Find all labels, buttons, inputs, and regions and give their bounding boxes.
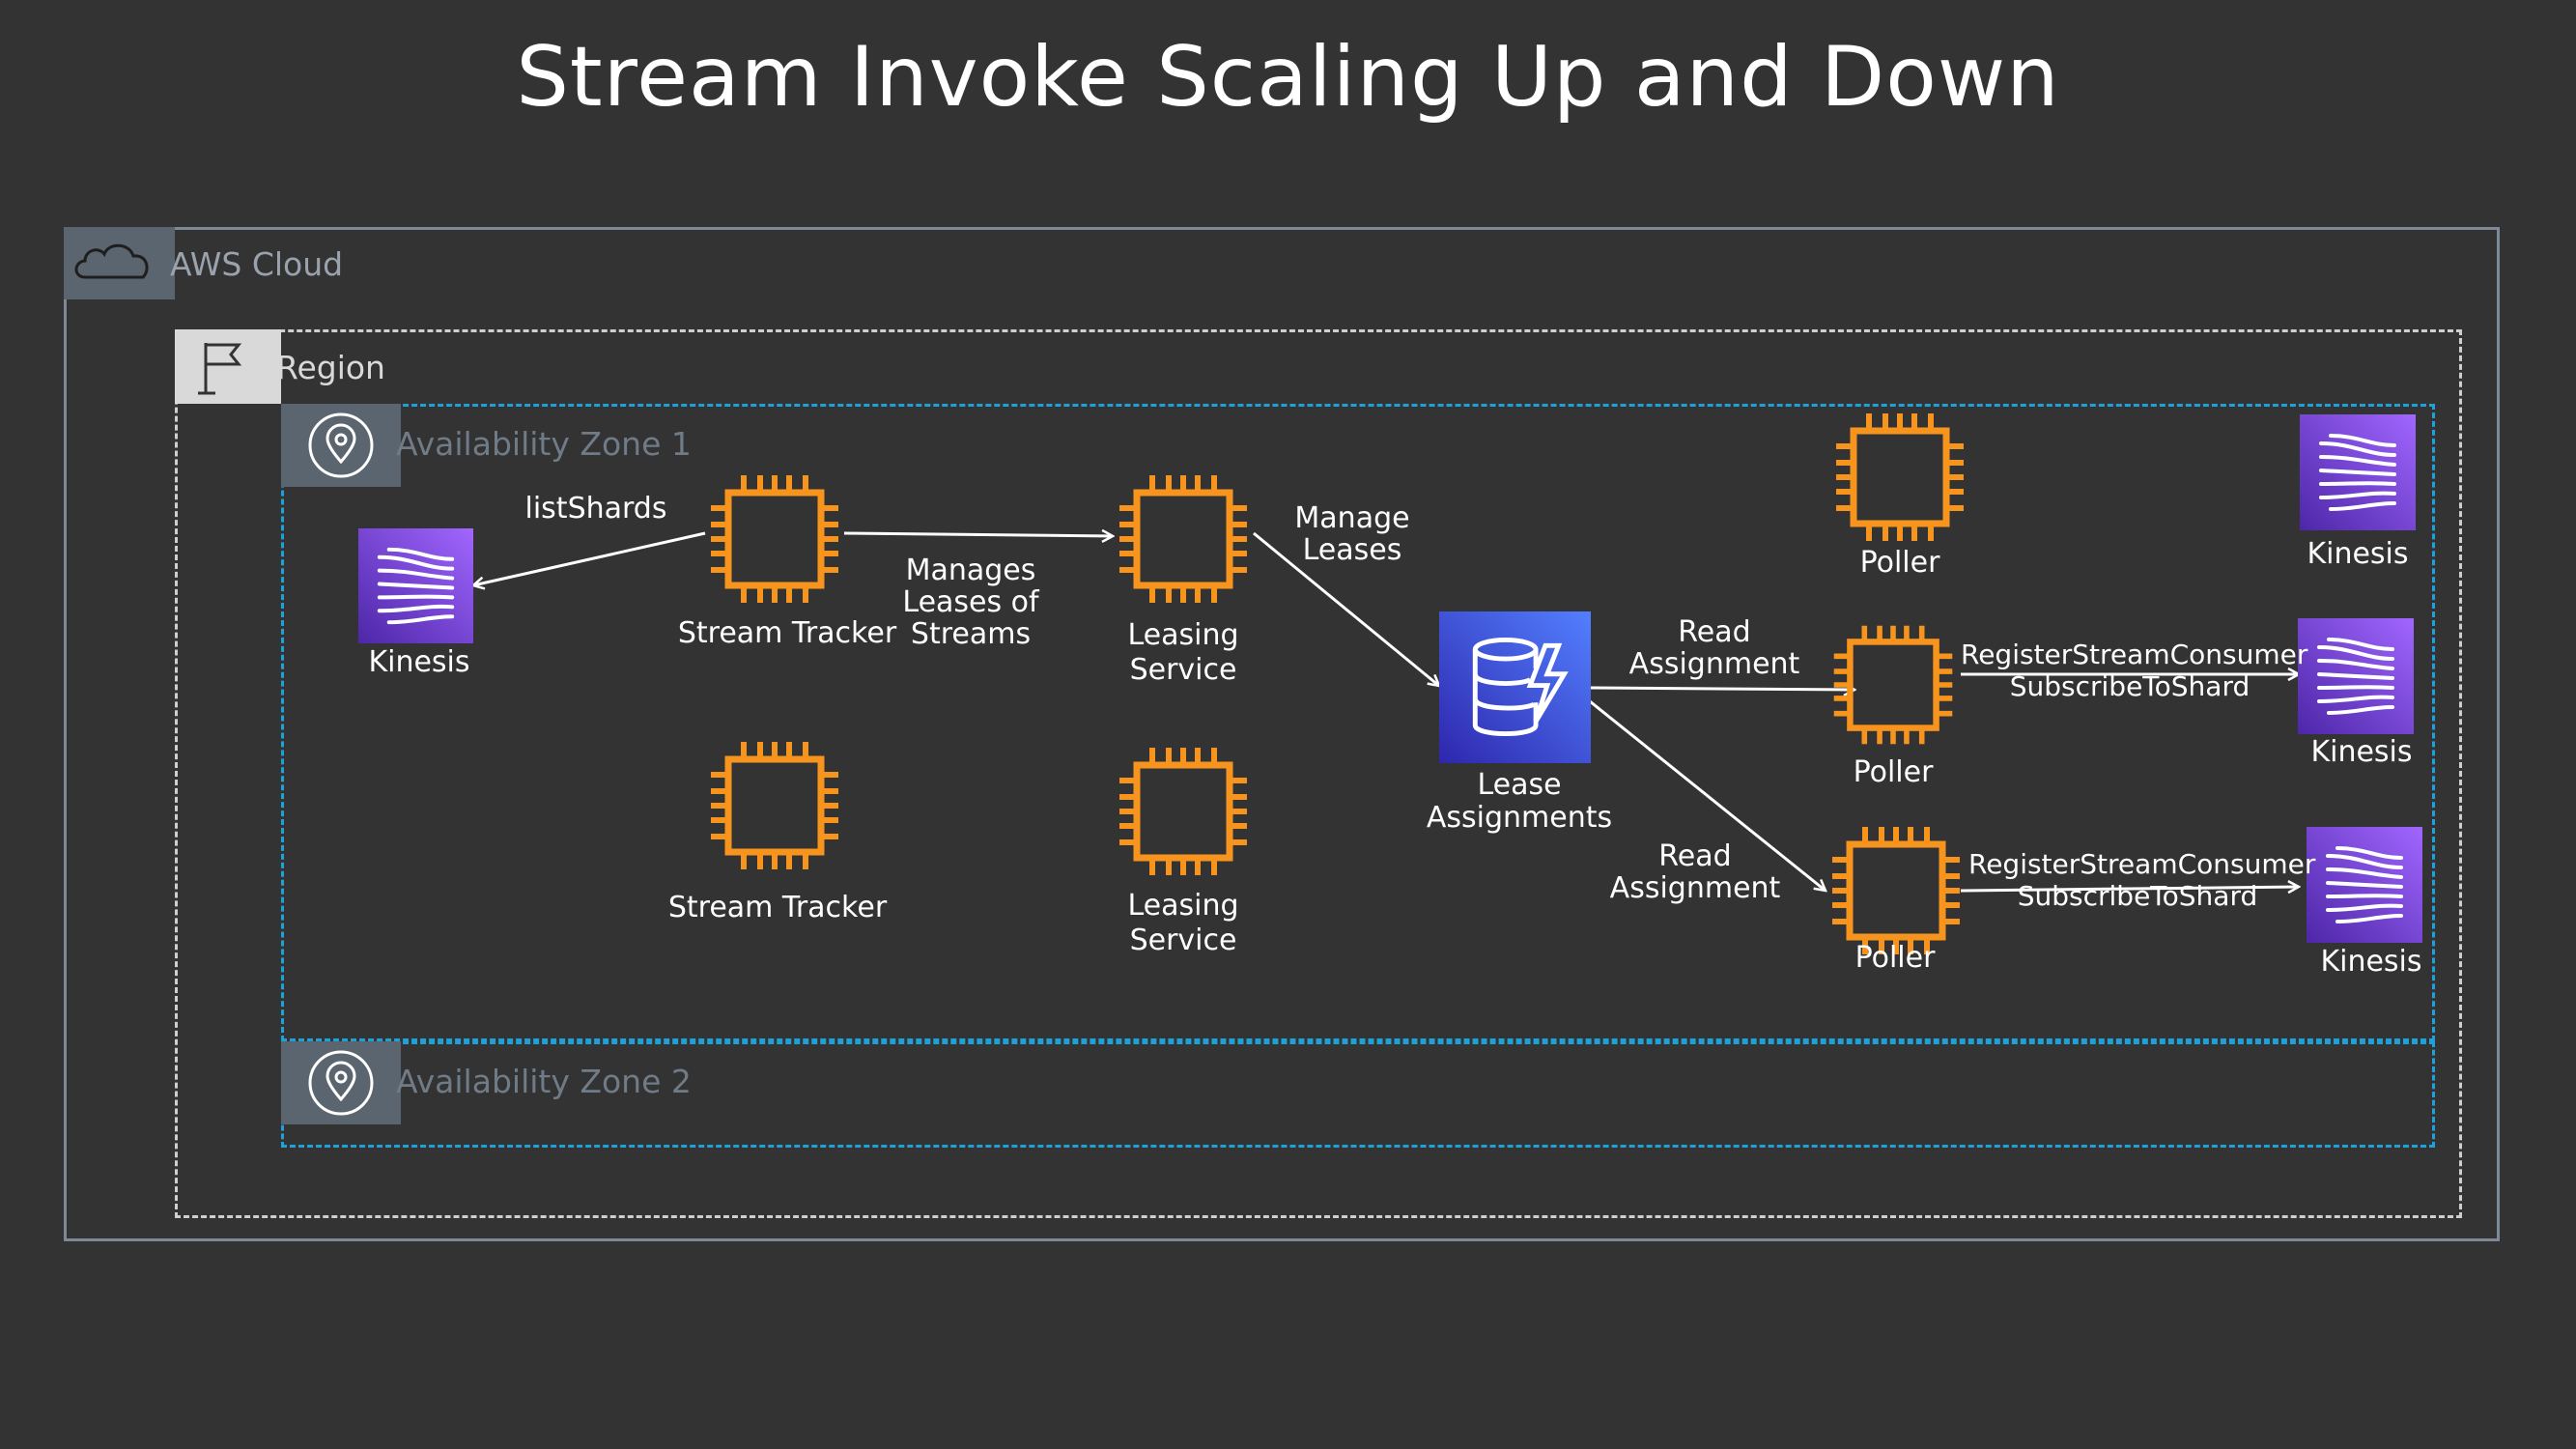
leasing-service-2-label: Leasing Service <box>1127 889 1239 957</box>
poller-top-label: Poller <box>1859 546 1940 580</box>
region-group <box>175 329 2462 1218</box>
region-label: Region <box>276 349 385 386</box>
manages-leases-of-streams-label: Manages Leases of Streams <box>902 554 1039 651</box>
dynamodb-icon <box>1439 611 1591 763</box>
kinesis-bot-label: Kinesis <box>2320 945 2422 979</box>
list-shards-arrow <box>473 531 706 585</box>
manages-leases-arrow <box>843 533 1113 536</box>
kinesis-top-icon <box>2300 414 2416 530</box>
aws-cloud-label: AWS Cloud <box>170 245 344 283</box>
availability-zone-1-label: Availability Zone 1 <box>396 425 692 463</box>
read-assignment-1-label: Read Assignment <box>1628 615 1800 681</box>
lease-assignments-label: Lease Assignments <box>1426 768 1613 835</box>
leasing-service-2-chip-icon <box>1116 744 1251 879</box>
register-consumer-arrow-2 <box>1960 887 2299 891</box>
read-assignment-arrow-1 <box>1589 688 1854 690</box>
poller-bot-label: Poller <box>1854 941 1936 975</box>
page-title: Stream Invoke Scaling Up and Down <box>516 29 2060 126</box>
manage-leases-arrow <box>1253 531 1439 686</box>
manage-leases-label: Manage Leases <box>1294 501 1410 567</box>
stream-tracker-2-label: Stream Tracker <box>667 891 888 924</box>
stream-tracker-1-label: Stream Tracker <box>677 616 897 650</box>
kinesis-mid-icon <box>2298 618 2414 734</box>
read-assignment-arrow-2 <box>1589 699 1826 891</box>
location-pin-icon <box>281 404 401 487</box>
stream-tracker-2-chip-icon <box>707 738 842 873</box>
aws-cloud-group <box>64 227 2500 1241</box>
register-consumer-1-label: RegisterStreamConsumer SubscribeToShard <box>1961 639 2308 702</box>
read-assignment-2-label: Read Assignment <box>1609 839 1781 905</box>
leasing-service-1-label: Leasing Service <box>1127 618 1239 687</box>
kinesis-top-label: Kinesis <box>2307 537 2409 571</box>
poller-top-chip-icon <box>1832 410 1967 545</box>
register-consumer-2-label: RegisterStreamConsumer SubscribeToShard <box>1968 848 2316 912</box>
list-shards-label: listShards <box>524 492 667 526</box>
flag-icon <box>175 329 281 404</box>
availability-zone-1-group <box>281 404 2435 1041</box>
kinesis-left-label: Kinesis <box>368 645 470 679</box>
kinesis-bot-icon <box>2307 827 2422 943</box>
kinesis-mid-label: Kinesis <box>2310 735 2413 769</box>
poller-bot-chip-icon <box>1828 823 1964 958</box>
location-pin-icon <box>281 1041 401 1124</box>
availability-zone-2-label: Availability Zone 2 <box>396 1063 692 1100</box>
stream-tracker-1-chip-icon <box>707 471 842 607</box>
kinesis-left-icon <box>358 528 473 643</box>
poller-mid-chip-icon <box>1830 622 1956 748</box>
cloud-icon <box>64 227 175 299</box>
poller-mid-label: Poller <box>1853 755 1934 789</box>
leasing-service-1-chip-icon <box>1116 471 1251 607</box>
